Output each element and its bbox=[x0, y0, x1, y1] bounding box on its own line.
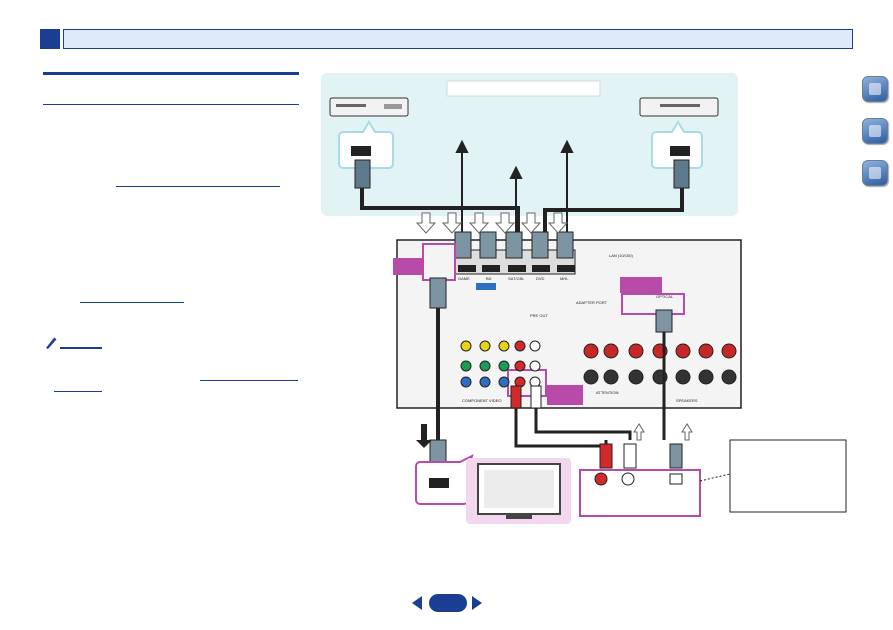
section-number-box bbox=[40, 29, 60, 49]
dvd-player-device bbox=[639, 97, 719, 117]
jack-label-bd: BD bbox=[486, 276, 492, 281]
arrow-up-icon bbox=[560, 139, 574, 153]
arrow-up-icon bbox=[509, 165, 523, 179]
hdmi-port-icon bbox=[429, 478, 449, 488]
bd-player-device bbox=[329, 97, 409, 117]
audio-cable bbox=[534, 398, 632, 440]
arrow-up-icon bbox=[681, 423, 693, 441]
pre-out-label: PRE OUT bbox=[530, 313, 548, 318]
hdmi-plug bbox=[429, 277, 447, 309]
arrow-up-icon bbox=[455, 139, 469, 153]
hdmi-port-icon bbox=[351, 146, 371, 156]
jack-label-satcbl: SAT/CBL bbox=[508, 276, 525, 281]
book-icon[interactable] bbox=[862, 76, 888, 102]
cross-reference-link[interactable] bbox=[54, 391, 102, 392]
page-number-badge bbox=[429, 594, 467, 612]
note-rule bbox=[60, 347, 102, 349]
subheading-rule bbox=[43, 104, 299, 105]
optical-label: OPTICAL bbox=[656, 294, 674, 299]
section-title-bar bbox=[63, 29, 853, 49]
optical-highlight bbox=[621, 293, 685, 315]
lan-label: LAN (10/100) bbox=[609, 253, 633, 258]
optical-note-box bbox=[729, 439, 847, 513]
callout-bubble bbox=[338, 120, 394, 169]
section-heading-rule bbox=[43, 72, 299, 75]
jack-label-game: GAME bbox=[458, 276, 470, 281]
arrow-down-icon bbox=[416, 424, 432, 448]
hdmi-cable bbox=[543, 188, 684, 232]
audio-cable bbox=[514, 398, 608, 448]
jack-label-mhl: MHL bbox=[560, 276, 569, 281]
adapter-port-label: ADAPTER PORT bbox=[576, 300, 608, 305]
hdmi-plug bbox=[673, 159, 690, 189]
source-devices-panel bbox=[321, 73, 738, 216]
remote-icon[interactable] bbox=[862, 118, 888, 144]
prev-page-icon[interactable] bbox=[412, 596, 422, 610]
speakers-label: SPEAKERS bbox=[676, 398, 698, 403]
arrow-up-icon bbox=[633, 423, 645, 441]
attention-label: ATTENTION: bbox=[596, 390, 619, 395]
optical-tag bbox=[620, 277, 662, 293]
hdmi-out-tag bbox=[393, 258, 423, 275]
cross-reference-link[interactable] bbox=[80, 302, 184, 303]
cross-reference-link[interactable] bbox=[116, 186, 280, 187]
devices-caption-box bbox=[446, 80, 601, 97]
settings-icon[interactable] bbox=[862, 160, 888, 186]
note-icon bbox=[46, 337, 57, 349]
component-video-label: COMPONENT VIDEO bbox=[462, 398, 502, 403]
hdmi-cable bbox=[360, 188, 520, 232]
analog-in-tag bbox=[547, 385, 583, 405]
hdmi-plug bbox=[354, 159, 371, 189]
selected-input-indicator bbox=[476, 283, 496, 290]
callout-bubble bbox=[651, 120, 703, 169]
cross-reference-link[interactable] bbox=[200, 380, 298, 381]
hdmi-port-icon bbox=[670, 146, 690, 156]
next-page-icon[interactable] bbox=[472, 596, 482, 610]
jack-label-dvd: DVD bbox=[536, 276, 545, 281]
